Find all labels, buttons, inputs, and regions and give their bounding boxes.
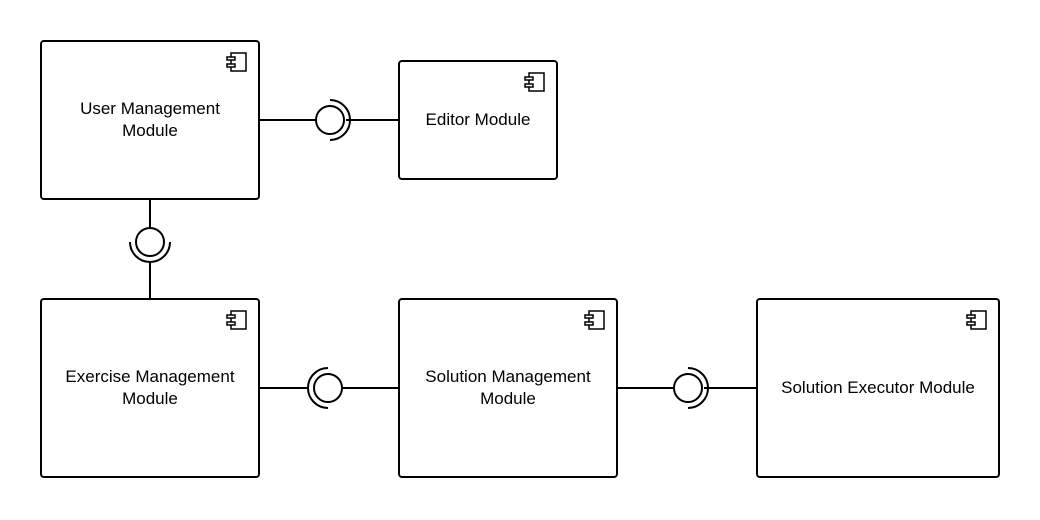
connector-solution-executor (618, 367, 756, 409)
component-label-line: Module (122, 389, 178, 408)
exercise-management-module[interactable]: Exercise Management Module (40, 298, 260, 478)
required-interface-socket (329, 99, 351, 141)
provided-interface-ball (673, 373, 703, 403)
solution-management-module[interactable]: Solution Management Module (398, 298, 618, 478)
connector-user-editor (260, 99, 398, 141)
component-label: User Management Module (70, 98, 230, 142)
component-label-line: Exercise Management (65, 367, 235, 386)
component-icon (966, 310, 987, 330)
component-label-line: Solution Management (425, 367, 591, 386)
component-icon (226, 310, 247, 330)
user-management-module[interactable]: User Management Module (40, 40, 260, 200)
component-label-line: User Management (80, 99, 220, 118)
component-label: Solution Management Module (415, 366, 600, 410)
required-interface-socket (687, 367, 709, 409)
component-icon (524, 72, 545, 92)
provided-interface-ball (135, 227, 165, 257)
required-interface-socket (307, 367, 329, 409)
solution-executor-module[interactable]: Solution Executor Module (756, 298, 1000, 478)
component-icon (584, 310, 605, 330)
component-label: Editor Module (425, 110, 531, 129)
connector-user-exercise (129, 200, 171, 298)
editor-module[interactable]: Editor Module (398, 60, 558, 180)
connector-exercise-solution (260, 367, 398, 409)
component-label: Solution Executor Module (781, 378, 975, 397)
provided-interface-ball (313, 373, 343, 403)
component-label-line: Module (480, 389, 536, 408)
required-interface-socket (129, 241, 171, 263)
provided-interface-ball (315, 105, 345, 135)
component-label-line: Module (122, 121, 178, 140)
component-icon (226, 52, 247, 72)
component-label: Exercise Management Module (55, 366, 244, 410)
